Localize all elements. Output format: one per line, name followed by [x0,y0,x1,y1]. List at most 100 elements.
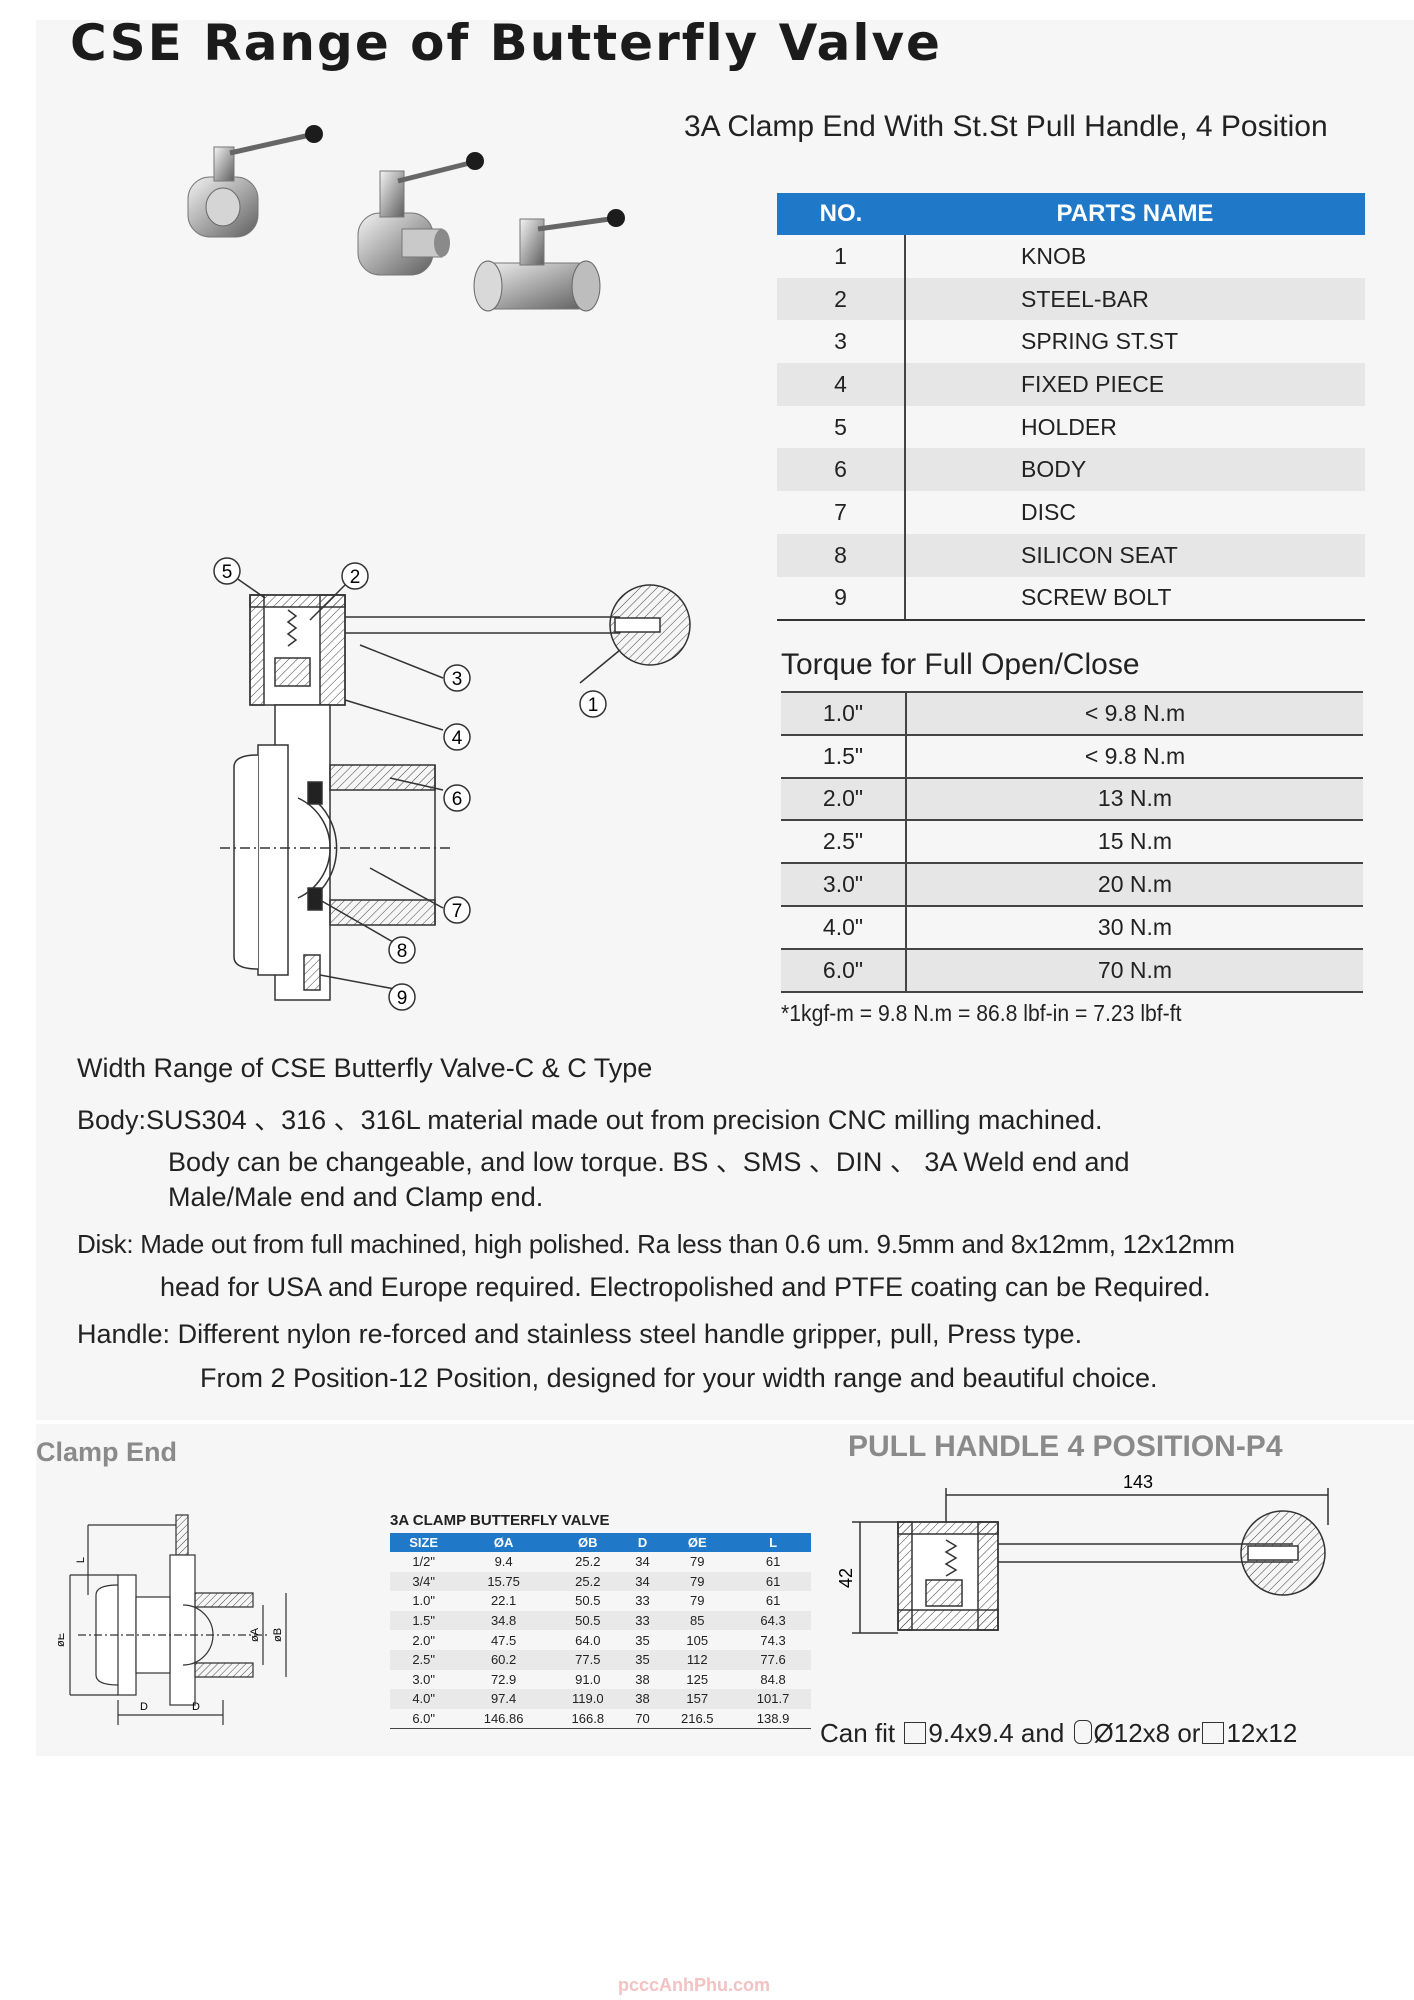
part-no: 6 [777,448,906,492]
rounded-rect-icon [1073,1720,1092,1744]
torque-value: < 9.8 N.m [906,733,1363,778]
description-body-line-2: Body can be changeable, and low torque. … [168,1147,1130,1177]
dims-cell: 77.6 [735,1649,811,1670]
table-row: 1.5"< 9.8 N.m [781,733,1363,778]
dims-header-size: SIZE [390,1533,458,1552]
dims-cell: 84.8 [760,1671,786,1687]
table-row: 4.0"30 N.m [781,904,1363,949]
dims-cell: 6.0" [390,1708,458,1730]
table-row: 3.0"20 N.m [781,862,1363,906]
torque-size: 3.0" [781,862,907,906]
dims-cell: 35 [635,1632,650,1648]
dims-cell: 9.4 [494,1554,513,1570]
part-name: SILICON SEAT [905,533,1365,577]
parts-header-row: NO. PARTS NAME [777,193,1365,235]
part-no: 4 [777,363,906,406]
valve-product-photos [187,125,625,312]
valve-photo-2 [357,152,484,276]
torque-conversion-note: *1kgf-m = 9.8 N.m = 86.8 lbf-in = 7.23 l… [781,1000,1182,1026]
dims-cell: 64.3 [735,1610,811,1631]
part-no: 2 [777,277,906,321]
dims-cell: 3.0" [412,1671,435,1687]
torque-size: 1.5" [781,733,907,778]
dims-cell: 64.0 [575,1632,601,1648]
description-heading: Width Range of CSE Butterfly Valve-C & C… [77,1053,653,1083]
parts-header-name: PARTS NAME [905,193,1365,235]
table-row: 6.0"70 N.m [781,947,1363,993]
dims-cell: 15.75 [457,1571,550,1592]
torque-size: 1.0" [781,691,907,735]
torque-value: 13 N.m [906,776,1363,821]
callout-6: 6 [443,784,471,812]
svg-text:6: 6 [452,789,463,810]
part-name: SCREW BOLT [905,576,1365,622]
callout-5: 5 [213,557,241,585]
can-fit-prefix: Can fit [820,1718,896,1748]
dims-cell: 85 [659,1610,736,1631]
dims-cell: 38 [625,1689,660,1709]
dims-cell: 72.9 [490,1671,517,1687]
dims-cell: 33 [625,1610,660,1631]
torque-value: 30 N.m [906,904,1363,949]
dim-label-a: øA [249,1627,261,1642]
dims-cell: 4.0" [390,1689,458,1709]
pull-handle-drawing: 143 42 [838,1472,1329,1634]
dims-cell: 47.5 [490,1632,517,1648]
dims-cell: 119.0 [549,1689,626,1709]
dims-cell: 125 [686,1671,709,1687]
callout-9: 9 [388,983,416,1011]
torque-value: 20 N.m [906,862,1363,906]
square-icon [904,1722,927,1744]
callout-7: 7 [443,896,471,924]
clamp-end-drawing: øE L øA øB D D [58,1514,287,1725]
dims-cell: 3/4" [390,1571,458,1592]
pull-height-label: 42 [838,1568,856,1588]
pull-handle-title: PULL HANDLE 4 POSITION-P4 [848,1430,1283,1463]
torque-size: 2.5" [781,819,907,864]
part-no: 1 [777,235,906,278]
pull-width-label: 143 [1123,1472,1153,1492]
callout-3: 3 [443,664,471,692]
dims-cell: 91.0 [575,1671,601,1687]
fit-option-1: 9.4x9.4 and [928,1718,1065,1748]
dim-label-l: L [75,1557,87,1563]
description-disk-line-2: head for USA and Europe required. Electr… [160,1272,1211,1302]
part-name: DISC [1021,498,1076,525]
dim-label-e: øE [58,1633,67,1647]
dims-cell: 157 [659,1689,736,1709]
dim-label-d1: D [140,1701,148,1713]
dims-cell: 2.0" [412,1632,435,1648]
description-handle-line-1: Handle: Different nylon re-forced and st… [77,1319,1083,1349]
dims-cell: 74.3 [760,1632,786,1648]
dims-cell: 216.5 [659,1708,736,1730]
dims-cell: 35 [625,1649,660,1670]
dims-header-b: ØB [549,1533,626,1552]
dims-cell: 146.86 [457,1708,550,1730]
table-row: 5 HOLDER [777,405,1365,449]
part-name: BODY [905,448,1365,492]
valve-photo-1 [187,125,323,238]
dim-label-b: øB [272,1628,284,1642]
valve-cross-section-diagram: 5 2 3 4 6 7 8 9 1 [213,557,691,1011]
part-no: 5 [777,405,906,449]
torque-value: < 9.8 N.m [906,691,1363,735]
dims-cell: 1.5" [390,1610,458,1631]
svg-text:5: 5 [222,562,233,583]
dims-cell: 61 [765,1593,781,1609]
callout-2: 2 [341,562,369,590]
dims-cell: 79 [690,1554,705,1570]
dims-header-row: SIZE ØA ØB D ØE L [390,1533,811,1552]
torque-title: Torque for Full Open/Close [781,648,1140,681]
part-name: HOLDER [1021,413,1117,440]
dims-header-e: ØE [659,1533,736,1552]
part-name: KNOB [1021,242,1087,269]
